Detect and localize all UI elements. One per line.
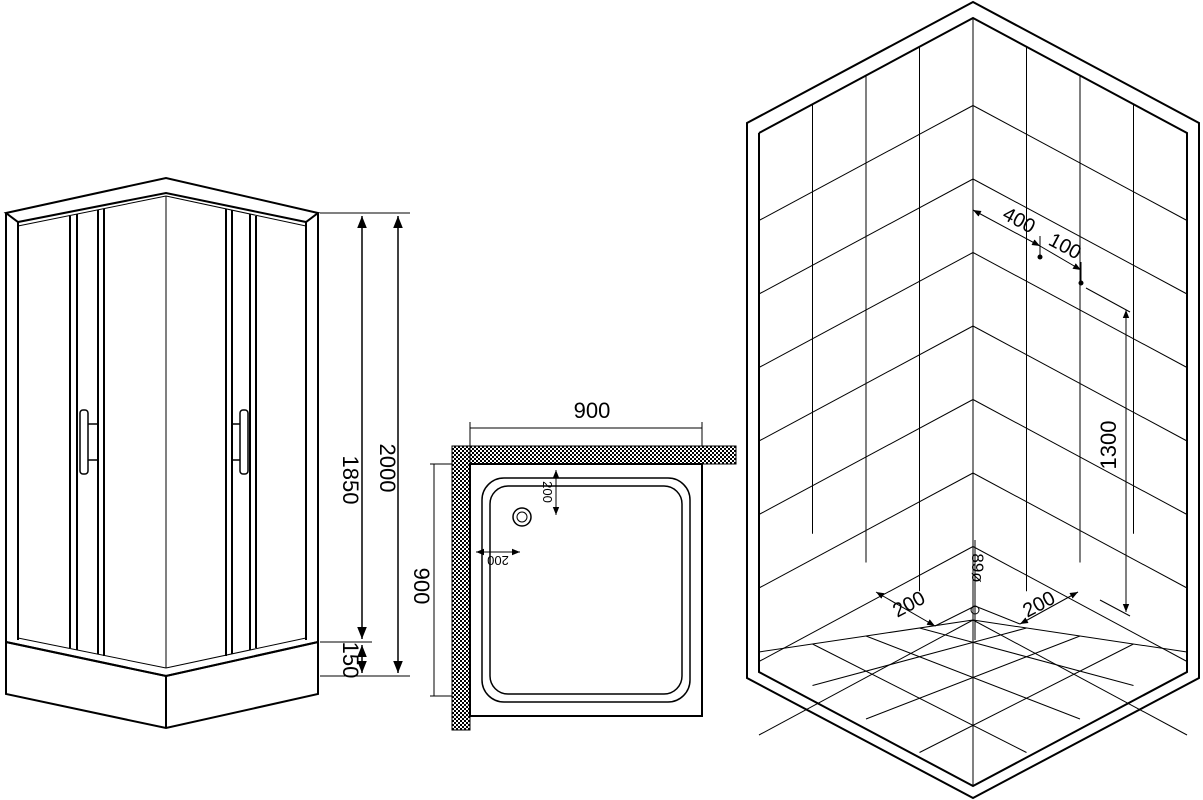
- tile-line: [758, 178, 974, 295]
- drain-outer: [512, 507, 532, 527]
- wall-tiles: [758, 46, 1188, 753]
- cabin-left-door: [17, 195, 167, 669]
- tile-line: [758, 619, 974, 736]
- tray-rim-outer: [481, 477, 691, 703]
- mixer-offset-label: 400: [999, 203, 1039, 238]
- room-outline: [746, 0, 1200, 800]
- tile-line: [758, 105, 974, 221]
- tile-line: [972, 105, 1188, 221]
- tray-outline: [469, 463, 703, 717]
- right-handle: [232, 409, 249, 475]
- tray-rim-inner: [489, 485, 683, 695]
- tile-line: [972, 399, 1188, 515]
- total-height-label: 2000: [375, 444, 400, 493]
- tray-height-label: 150: [338, 642, 363, 679]
- drain-inner: [516, 511, 528, 523]
- tile-line: [972, 472, 1188, 589]
- tile-line: [919, 643, 1134, 753]
- drain-diameter-label: 89ø: [968, 553, 987, 582]
- tile-line: [758, 619, 974, 653]
- back-wall-hatch: [451, 445, 737, 465]
- tile-line: [758, 399, 974, 515]
- mixer-spacing-label: 100: [1045, 229, 1085, 264]
- side-wall-hatch: [451, 445, 471, 731]
- tile-line: [972, 546, 1188, 662]
- room-corner: 400 100 1300 200 200 89ø: [746, 0, 1200, 800]
- tile-line: [758, 546, 974, 662]
- tile-line: [972, 325, 1188, 442]
- door-height-label: 1850: [338, 456, 363, 505]
- cabin-elevation: 1850 150 2000: [3, 176, 410, 730]
- tray-plan: 200 200 900 900: [409, 398, 737, 731]
- tile-line: [812, 643, 1027, 753]
- tray-depth-label: 900: [409, 568, 434, 605]
- tile-line: [972, 178, 1188, 295]
- drain-offset-y-label: 200: [540, 481, 555, 503]
- left-handle: [79, 409, 98, 475]
- drain-right-label: 200: [1019, 587, 1059, 622]
- tile-line: [758, 472, 974, 589]
- tray-width-label: 900: [574, 398, 611, 423]
- cabin-roof: [3, 176, 321, 224]
- drain-left-label: 200: [889, 587, 929, 622]
- tile-line: [758, 252, 974, 368]
- tile-line: [972, 619, 1188, 736]
- cabin-tray: [5, 640, 319, 730]
- mixer-height-label: 1300: [1096, 421, 1121, 470]
- cabin-right-door: [165, 195, 307, 669]
- mixer-hole-right: [1078, 280, 1084, 286]
- tile-line: [972, 252, 1188, 368]
- drain-offset-x-label: 200: [487, 553, 509, 568]
- tile-line: [972, 619, 1188, 653]
- tile-line: [758, 325, 974, 442]
- mixer-hole-left: [1037, 254, 1043, 260]
